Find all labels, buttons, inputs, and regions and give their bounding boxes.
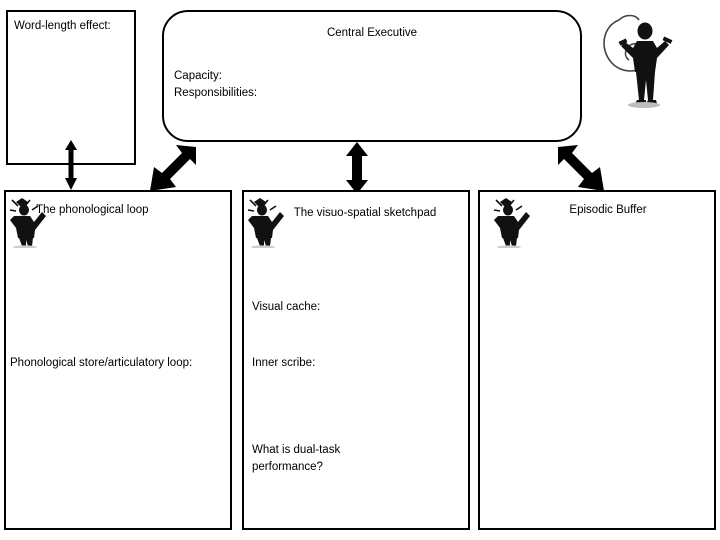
visual-cache-label: Visual cache: — [252, 301, 321, 313]
episodic-buffer-title: Episodic Buffer — [569, 204, 647, 216]
central-executive-box — [162, 10, 582, 142]
central-executive-title: Central Executive — [326, 27, 418, 39]
visuo-spatial-sketchpad-box — [242, 190, 470, 530]
phonological-loop-box — [4, 190, 232, 530]
central-executive-capacity-label: Capacity: — [174, 70, 222, 82]
worker-silhouette-icon — [8, 196, 56, 249]
arrow-diagonal-down-right-icon — [556, 143, 608, 195]
dual-task-question-label: What is dual-task performance? — [252, 444, 341, 473]
word-length-effect-label: Word-length effect: — [14, 20, 111, 32]
worker-silhouette-icon — [246, 196, 294, 249]
arrow-diagonal-down-left-icon — [146, 143, 198, 195]
visuo-spatial-sketchpad-title: The visuo-spatial sketchpad — [293, 207, 437, 219]
worker-silhouette-icon — [492, 196, 540, 249]
inner-scribe-label: Inner scribe: — [252, 357, 316, 369]
phonological-loop-title: The phonological loop — [36, 204, 149, 216]
arrow-down-icon — [60, 140, 82, 190]
businessman-silhouette-icon — [595, 8, 687, 108]
phonological-store-label: Phonological store/articulatory loop: — [10, 357, 193, 369]
arrow-down-icon — [343, 142, 371, 194]
central-executive-responsibilities-label: Responsibilities: — [174, 87, 258, 99]
word-length-effect-box — [6, 10, 136, 165]
